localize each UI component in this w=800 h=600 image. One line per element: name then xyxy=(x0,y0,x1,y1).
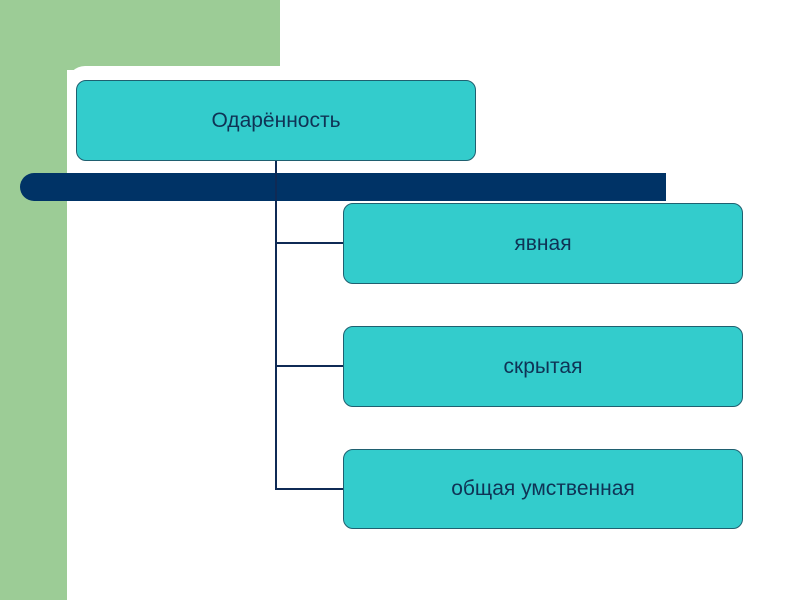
title-bar xyxy=(20,173,666,201)
background-green-left xyxy=(0,0,67,600)
child-node-label: явная xyxy=(514,231,572,255)
child-node-label: скрытая xyxy=(503,354,583,378)
child-node-hidden: скрытая xyxy=(343,326,743,407)
child-node-label: общая умственная xyxy=(451,477,635,500)
root-node-label: Одарённость xyxy=(211,108,341,132)
connector-2 xyxy=(275,365,343,367)
connector-1 xyxy=(275,242,343,244)
connector-3 xyxy=(275,488,343,490)
child-node-general-mental: общая умственная xyxy=(343,449,743,529)
connector-vertical xyxy=(275,161,277,490)
root-node: Одарённость xyxy=(76,80,476,161)
child-node-explicit: явная xyxy=(343,203,743,284)
